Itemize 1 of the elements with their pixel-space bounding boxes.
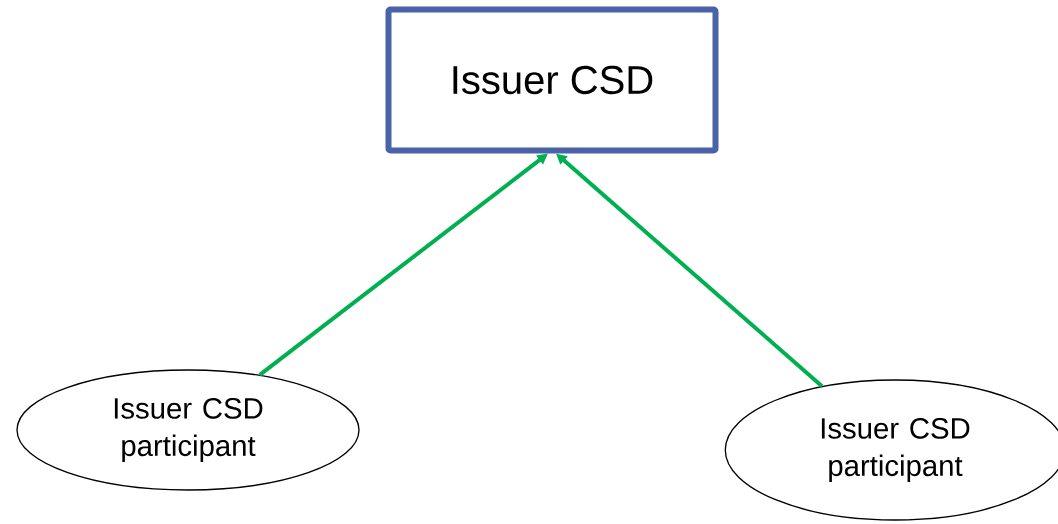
process-box: Issuer CSD	[385, 6, 719, 154]
